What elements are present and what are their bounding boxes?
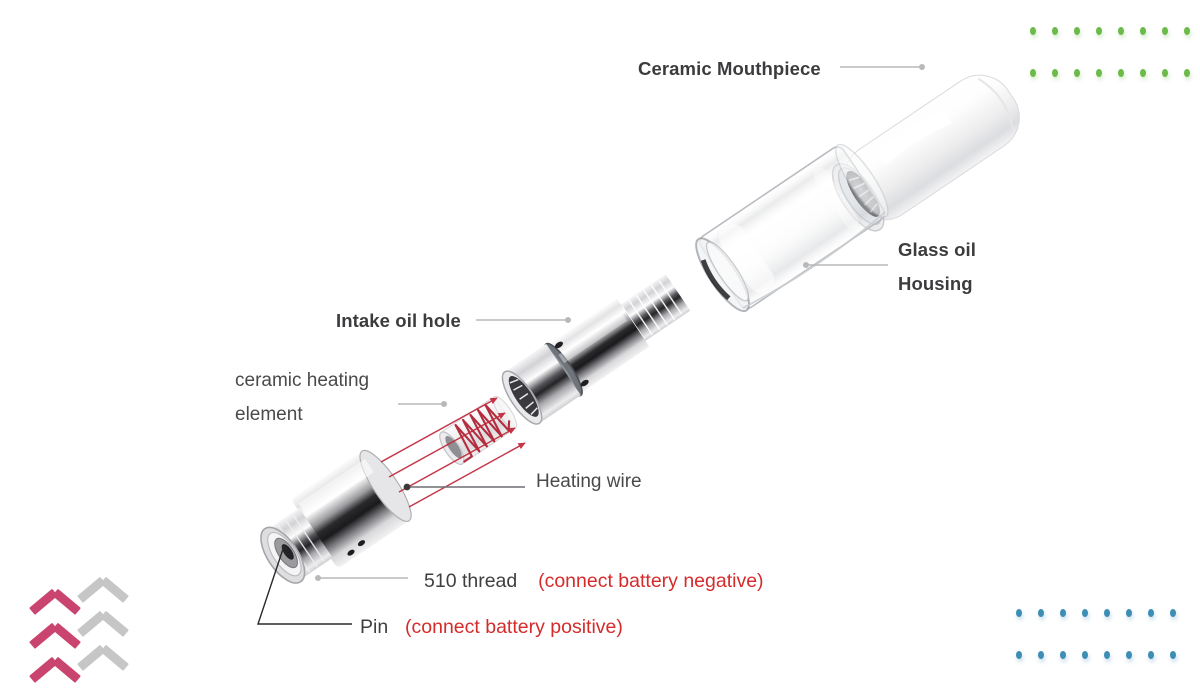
leader-dot-ceramic [441, 401, 447, 407]
label-510-thread-note: (connect battery negative) [538, 570, 764, 592]
label-510-thread-group: 510 thread (connect battery negative) [424, 569, 764, 595]
decor-chevrons-gray [80, 588, 126, 690]
leader-dot-heating-wire [403, 483, 411, 491]
label-heating-wire: Heating wire [536, 471, 642, 492]
decor-dot-row [1016, 651, 1176, 659]
decor-dot [1074, 27, 1080, 35]
label-pin-note: (connect battery positive) [405, 616, 623, 638]
decor-dot [1184, 27, 1190, 35]
decor-dot [1148, 651, 1154, 659]
decor-dot [1030, 27, 1036, 35]
label-ceramic-heating-element-line1: ceramic heating [235, 370, 370, 391]
decor-dot [1096, 27, 1102, 35]
decor-dots-green [1030, 27, 1190, 77]
decor-dot [1104, 651, 1110, 659]
decor-dot [1082, 609, 1088, 617]
leader-dot-thread [315, 575, 321, 581]
label-510-thread: 510 thread [424, 570, 518, 592]
chevron-up-icon [32, 634, 78, 660]
decor-dot [1038, 651, 1044, 659]
ceramic-mouthpiece-art [831, 74, 1020, 232]
decor-dot-row [1016, 609, 1176, 617]
decor-dot [1170, 651, 1176, 659]
metal-stem-assembly-art [501, 274, 691, 425]
decor-dot [1052, 69, 1058, 77]
label-glass-oil-housing-line1: Glass oil [898, 239, 977, 260]
chevron-up-icon [32, 600, 78, 626]
decor-dot [1184, 69, 1190, 77]
base-510-thread-art [260, 449, 412, 584]
label-glass-oil-housing-line2: Housing [898, 273, 973, 294]
chevron-up-icon [80, 622, 126, 648]
decor-dot [1148, 609, 1154, 617]
decor-dot [1162, 27, 1168, 35]
decor-dot [1074, 69, 1080, 77]
decor-dots-blue [1016, 609, 1176, 659]
decor-dot [1170, 609, 1176, 617]
chevron-up-icon [80, 656, 126, 682]
decor-dot [1140, 27, 1146, 35]
decor-dot [1016, 609, 1022, 617]
decor-dot [1038, 609, 1044, 617]
decor-dot [1118, 69, 1124, 77]
airflow-arrows [380, 397, 526, 508]
decor-dot [1162, 69, 1168, 77]
label-intake-oil-hole: Intake oil hole [336, 310, 461, 331]
decor-dot [1030, 69, 1036, 77]
decor-dot [1118, 27, 1124, 35]
label-pin-group: Pin (connect battery positive) [360, 615, 623, 641]
decor-dot [1096, 69, 1102, 77]
decor-dot-row [1030, 27, 1190, 35]
decor-dot [1060, 651, 1066, 659]
decor-dot [1016, 651, 1022, 659]
label-ceramic-heating-element-line2: element [235, 404, 303, 425]
decor-dot [1060, 609, 1066, 617]
decor-dot [1052, 27, 1058, 35]
decor-dot-row [1030, 69, 1190, 77]
label-ceramic-mouthpiece: Ceramic Mouthpiece [638, 58, 821, 79]
decor-dot [1140, 69, 1146, 77]
leader-dot-glass [803, 262, 809, 268]
leader-dot-mouthpiece [919, 64, 925, 70]
leader-dot-intake [565, 317, 571, 323]
decor-chevrons-pink [32, 600, 78, 700]
ceramic-heating-element-art [439, 395, 518, 465]
decor-dot [1126, 651, 1132, 659]
chevron-up-icon [32, 668, 78, 694]
chevron-up-icon [80, 588, 126, 614]
label-pin: Pin [360, 616, 389, 638]
decor-dot [1082, 651, 1088, 659]
glass-oil-housing-art [695, 143, 889, 313]
decor-dot [1126, 609, 1132, 617]
decor-dot [1104, 609, 1110, 617]
leader-lines [257, 64, 925, 625]
